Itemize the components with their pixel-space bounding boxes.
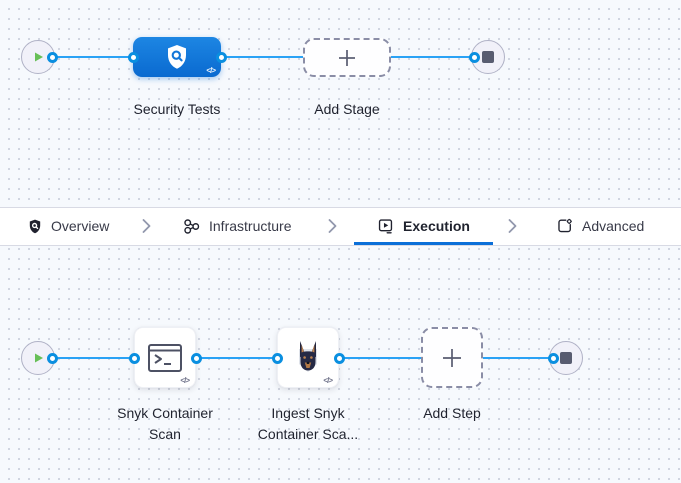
- plus-icon: [443, 348, 461, 367]
- chevron-right-icon: [142, 208, 151, 244]
- stage-config-tabbar: Overview Infrastructure Execut: [0, 207, 681, 246]
- shield-icon: [29, 219, 41, 233]
- flow-line: [55, 357, 134, 359]
- connector-dot: [271, 352, 283, 364]
- play-icon: [35, 52, 43, 62]
- add-stage-button[interactable]: [303, 38, 391, 77]
- flow-line: [339, 357, 421, 359]
- connector-dot: [333, 352, 345, 364]
- advanced-icon: [558, 218, 572, 233]
- step-label: Snyk Container Scan: [117, 405, 213, 442]
- tab-label: Overview: [51, 218, 110, 234]
- connector-dot: [46, 51, 58, 63]
- infrastructure-icon: [184, 218, 200, 234]
- plus-icon: [339, 49, 355, 66]
- connector-dot: [46, 352, 58, 364]
- chevron-right-icon: [508, 208, 517, 244]
- flow-line: [196, 357, 277, 359]
- terminal-icon: [148, 343, 182, 372]
- step-label: Ingest Snyk Container Sca...: [257, 405, 359, 442]
- stop-icon: [560, 352, 572, 364]
- code-badge: </>: [323, 376, 333, 385]
- flow-line: [55, 56, 133, 58]
- flow-line: [483, 357, 553, 359]
- chevron-right-icon: [328, 208, 337, 244]
- snyk-dog-icon: [299, 340, 317, 372]
- step-node-snyk-container-scan[interactable]: </>: [134, 327, 196, 388]
- code-badge: </>: [206, 66, 216, 75]
- add-step-button[interactable]: [421, 327, 483, 388]
- tab-infrastructure[interactable]: Infrastructure: [183, 208, 291, 244]
- tab-advanced[interactable]: Advanced: [556, 208, 644, 244]
- execution-icon: [378, 219, 393, 234]
- step-node-ingest-snyk[interactable]: </>: [277, 327, 339, 388]
- play-icon: [35, 353, 43, 363]
- tab-label: Execution: [403, 218, 470, 234]
- add-step-label: Add Step: [423, 405, 481, 421]
- tab-overview[interactable]: Overview: [28, 208, 109, 244]
- connector-dot: [468, 51, 480, 63]
- add-stage-label: Add Stage: [314, 101, 380, 117]
- shield-scan-icon: [168, 45, 186, 69]
- stop-icon: [482, 51, 494, 63]
- connector-dot: [127, 51, 139, 63]
- active-tab-underline: [354, 242, 493, 245]
- flow-line: [221, 56, 303, 58]
- connector-dot: [128, 352, 140, 364]
- stage-node-security-tests[interactable]: </>: [133, 37, 221, 77]
- flow-line: [391, 56, 474, 58]
- connector-dot: [215, 51, 227, 63]
- tab-execution[interactable]: Execution: [354, 208, 493, 244]
- connector-dot: [547, 352, 559, 364]
- tab-label: Infrastructure: [209, 218, 292, 234]
- stage-label: Security Tests: [133, 101, 221, 117]
- code-badge: </>: [180, 376, 190, 385]
- tab-label: Advanced: [582, 218, 645, 234]
- connector-dot: [190, 352, 202, 364]
